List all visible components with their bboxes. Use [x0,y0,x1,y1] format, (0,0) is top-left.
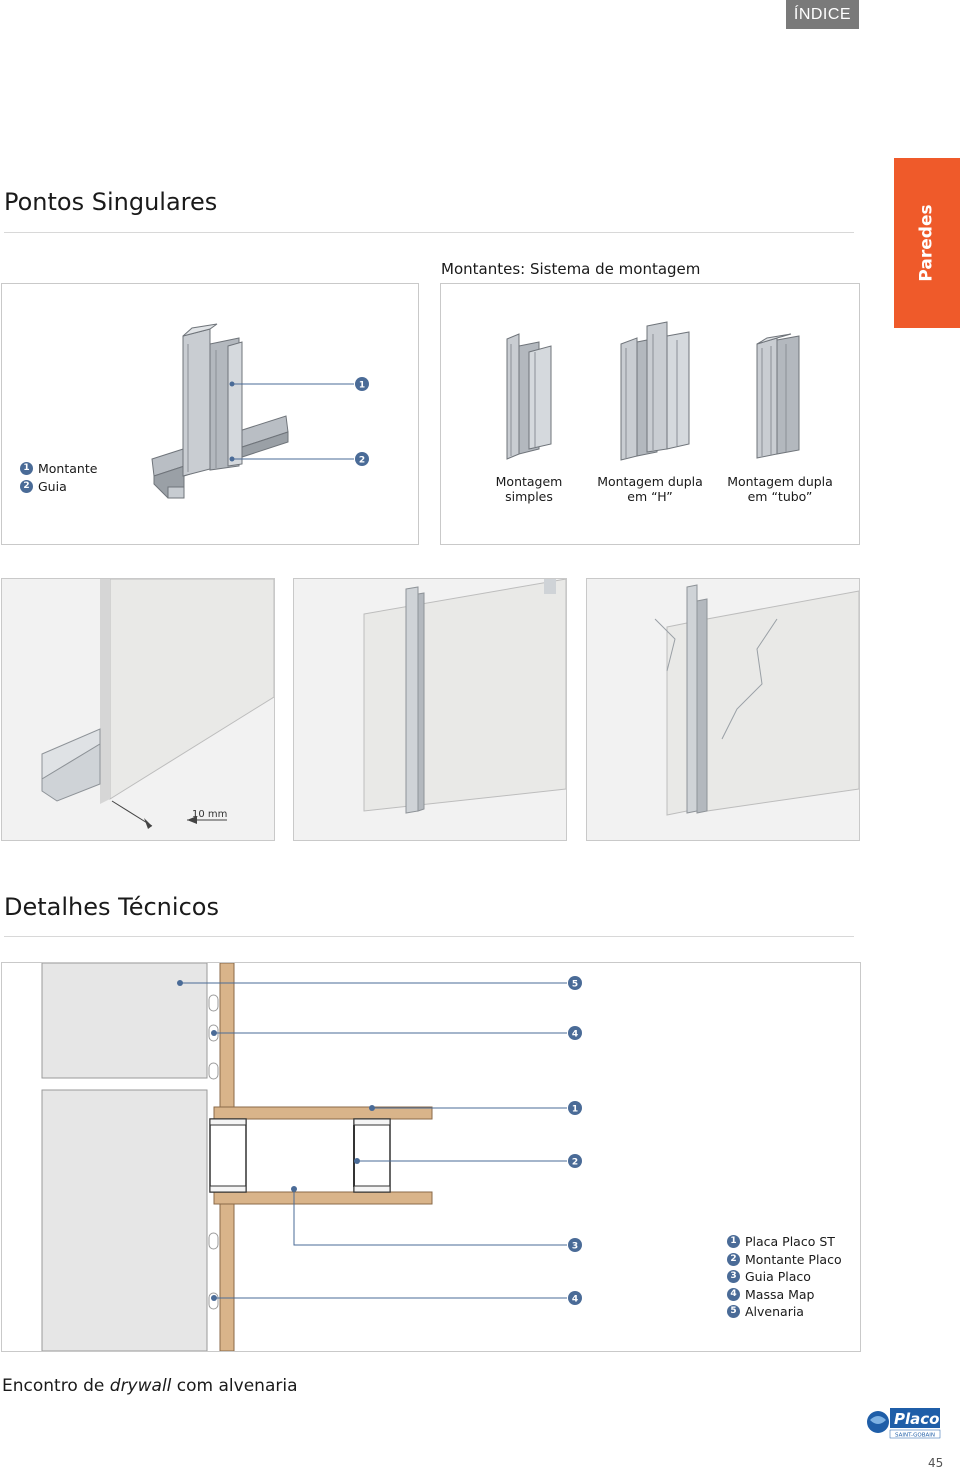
assembly-illustrations [506,321,800,461]
stud-profile [209,1118,247,1193]
legend-item: 4 Massa Map [727,1286,842,1304]
callout-badge [568,976,582,990]
side-tab-label: Paredes [917,204,937,282]
caption-italic: drywall [109,1376,172,1396]
section-divider [4,232,854,233]
placo-logo: Placo SAINT-GOBAIN [864,1404,944,1440]
callout-number: 4 [572,1030,578,1040]
legend-label: Guia [38,478,67,494]
callout-badge [568,1026,582,1040]
stud-profile [353,1118,391,1193]
callout-badge [355,377,369,391]
caption-line: Montagem [495,474,563,489]
diagram-title: Montantes: Sistema de montagem [441,260,701,278]
callout-number: 2 [359,456,365,466]
callout-badge: 1 [727,1235,740,1249]
legend-item: 3 Guia Placo [727,1268,842,1286]
photo-double-stud-illustration [587,579,860,840]
callout-badge: 5 [727,1305,740,1319]
callout-badge: 2 [727,1252,740,1266]
logo-sub: SAINT-GOBAIN [895,1433,935,1439]
callout-number: 1 [359,381,365,391]
wall-junction-section: 5 4 1 2 3 4 [41,963,582,1351]
section-divider [4,936,854,937]
legend-item: 5 Alvenaria [727,1303,842,1321]
photo-single-stud [293,578,567,841]
masonry-block [41,963,208,1079]
assembly-types-diagram: Montagem simples Montagem dupla em “H” M… [440,283,860,545]
callout-number: 1 [572,1105,578,1115]
index-button[interactable]: ÍNDICE [786,0,859,29]
technical-legend: 1 Placa Placo ST 2 Montante Placo 3 Guia… [727,1233,842,1321]
callout-badge: 1 [20,462,33,476]
caption-line: em “tubo” [747,489,813,504]
technical-detail-diagram: 5 4 1 2 3 4 1 Placa Placo ST 2 Montante … [1,962,861,1352]
assembly-caption-simple: Montagem simples [479,474,579,504]
photo-guide-gap-illustration: 10 mm [2,578,275,840]
caption-line: Montagem dupla [727,474,833,489]
caption-line: em “H” [627,489,673,504]
logo-brand: Placo [894,1410,939,1428]
page-number: 45 [928,1456,944,1470]
legend-label: Placa Placo ST [745,1234,835,1250]
legend-label: Massa Map [745,1286,815,1302]
callout-number: 5 [572,980,578,990]
caption-text: Encontro de [2,1376,110,1396]
callout-badge: 4 [727,1287,740,1301]
callout-number: 4 [572,1295,578,1305]
placo-logo-icon: Placo SAINT-GOBAIN [867,1408,941,1439]
figure-caption: Encontro de drywall com alvenaria [2,1376,298,1396]
callout-dot [229,381,235,387]
callout-dot [229,456,235,462]
caption-line: Montagem dupla [597,474,703,489]
legend-item: 2 Montante Placo [727,1251,842,1269]
legend-label: Alvenaria [745,1304,804,1320]
drywall-board-bottom [213,1191,433,1205]
photo-double-stud [586,578,860,841]
side-tab-paredes[interactable]: Paredes [894,158,960,328]
callout-number: 3 [572,1242,578,1252]
photo-guide-gap: 10 mm [1,578,275,841]
masonry-block [41,1089,208,1351]
diagram-legend: 1 Montante 2 Guia [20,460,97,495]
photo-single-stud-illustration [294,578,567,840]
callout-badge [355,452,369,466]
callout-badge: 2 [20,479,33,493]
callout-badge [568,1101,582,1115]
legend-item: 1 Montante [20,460,97,478]
callout-number: 2 [572,1158,578,1168]
caption-text: com alvenaria [171,1376,298,1396]
montante-guia-illustration: 1 2 [151,323,369,499]
stud-simple-illustration [506,333,552,460]
caption-line: simples [505,489,553,504]
callout-badge [568,1154,582,1168]
montante-guia-diagram: 1 Montante 2 Guia 1 2 [1,283,419,545]
section-title-detalhes-tecnicos: Detalhes Técnicos [4,893,219,921]
legend-label: Guia Placo [745,1269,811,1285]
callout-badge: 3 [727,1270,740,1284]
legend-item: 1 Placa Placo ST [727,1233,842,1251]
section-title-pontos-singulares: Pontos Singulares [4,188,218,216]
stud-double-tube-illustration [756,333,800,459]
legend-item: 2 Guia [20,478,97,496]
assembly-caption-h: Montagem dupla em “H” [589,474,711,504]
stud-double-h-illustration [620,321,690,461]
assembly-caption-tube: Montagem dupla em “tubo” [719,474,841,504]
dimension-label: 10 mm [192,809,227,820]
callout-badge [568,1291,582,1305]
drywall-board-top [213,1106,433,1120]
legend-label: Montante Placo [745,1251,842,1267]
legend-label: Montante [38,461,98,477]
callout-badge [568,1238,582,1252]
